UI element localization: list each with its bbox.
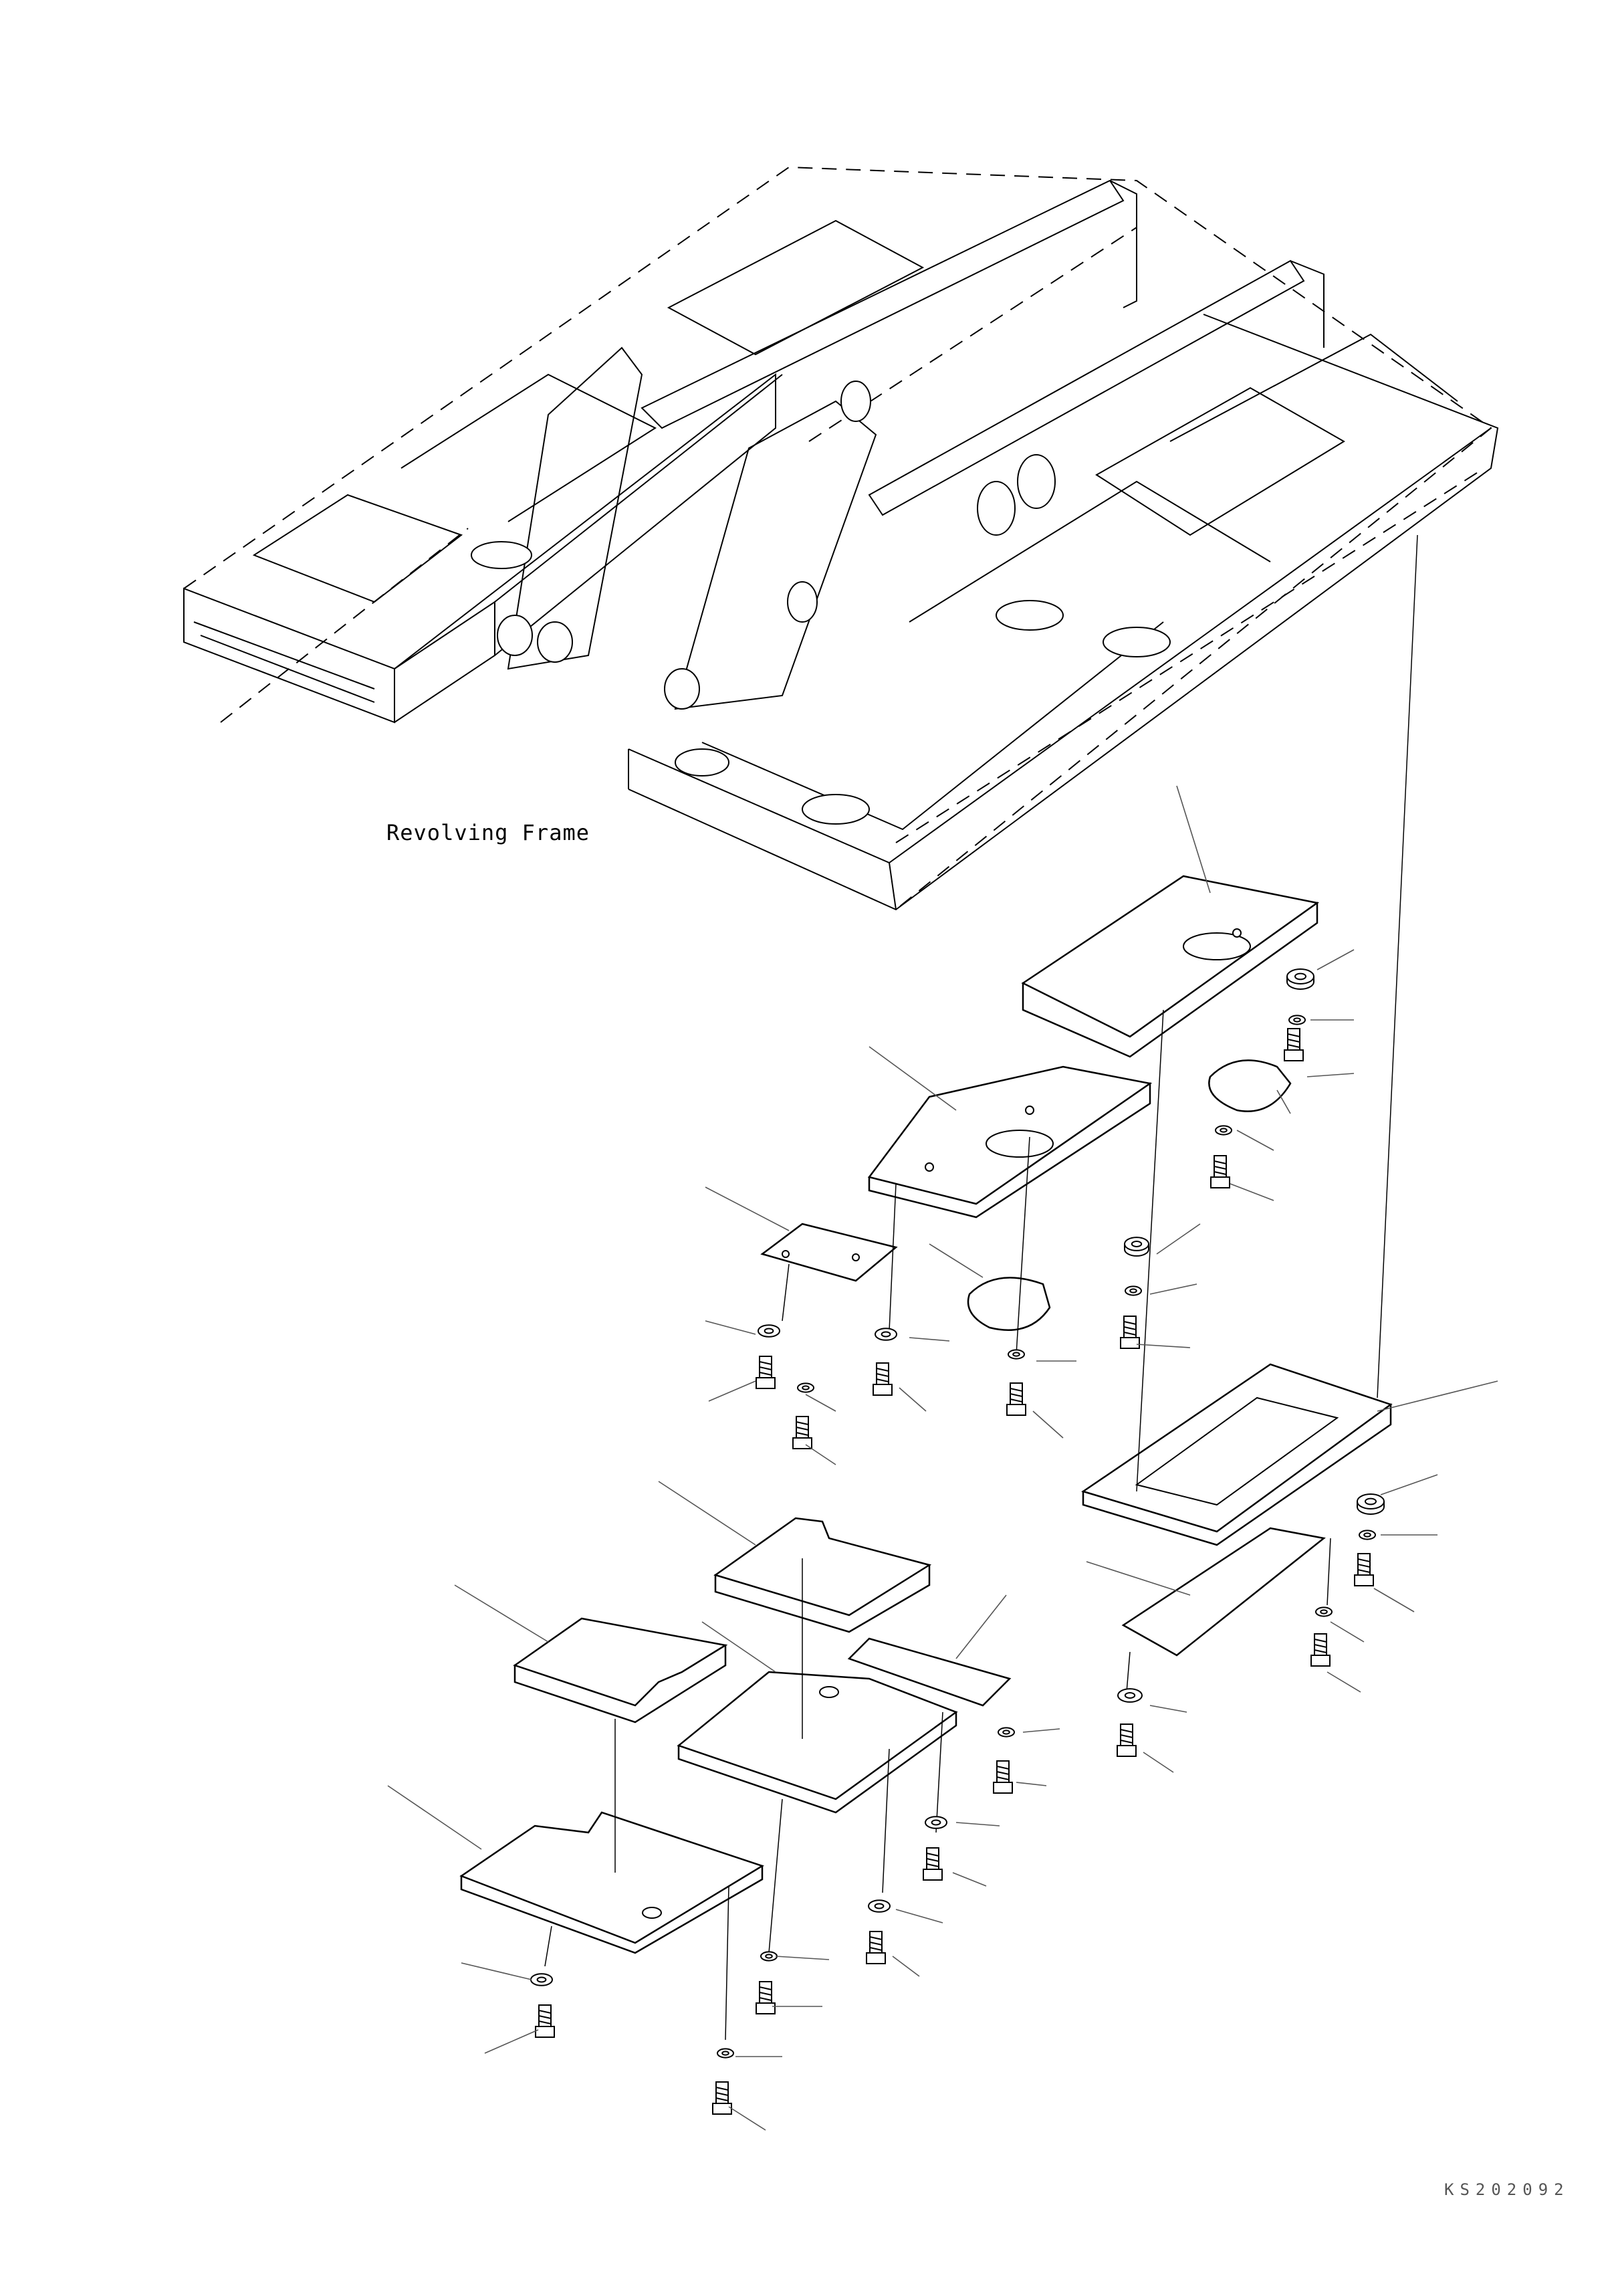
round-cover-lower [929,1243,1051,1331]
bolt [756,1981,776,2014]
bolt [1117,1724,1137,1757]
washer-hole [1365,1497,1377,1505]
washer-hole [764,1328,774,1334]
washer-hole [765,1954,773,1959]
callout-leaders [461,949,1438,2131]
floor-plate-left [387,1785,764,1954]
washer-hole [1363,1532,1371,1538]
mat-left [454,1584,728,1724]
bolt [792,1416,812,1449]
floor-plate-center [677,1621,958,1814]
washer-hole [802,1385,810,1390]
bolt [1284,1028,1304,1061]
plate-lower-right [1086,1527,1326,1657]
washer-hole [881,1331,891,1338]
washer-hole [721,2051,729,2056]
revolving-frame-label: Revolving Frame [386,820,590,845]
bolt [873,1362,893,1396]
washer-hole [1124,1692,1136,1699]
bolt [923,1847,943,1881]
bolt [535,2004,555,2038]
revolving-frame-drawing [183,166,1499,911]
bolt [1120,1316,1140,1349]
fasteners [530,968,1385,2115]
bolt [866,1931,886,1964]
washer-rim [1286,976,1314,990]
cover-plate-top-right [1021,785,1320,1058]
bolt [993,1760,1013,1794]
washer-hole [536,1976,547,1983]
washer-hole [1293,1017,1301,1023]
washer-hole [1320,1609,1328,1614]
mat-center [658,1481,932,1633]
bolt [712,2081,732,2115]
small-plate-right [847,1594,1012,1707]
access-cover-right [1081,1363,1498,1546]
washer-hole [1012,1352,1020,1357]
drawing-id-label: KS202092 [1444,2180,1570,2199]
bolt [1354,1553,1374,1586]
washer-hole [1129,1288,1137,1293]
bolt [1310,1633,1331,1667]
small-cover-plate-left [705,1186,898,1282]
bolt [1210,1155,1230,1188]
washer-hole [1002,1730,1010,1735]
washer-hole [874,1903,885,1909]
washer-hole [1294,972,1306,980]
washer-rim [1357,1501,1385,1515]
bolt [756,1356,776,1389]
cover-plate-center [867,1046,1153,1219]
bolt [1006,1382,1026,1416]
alignment-lines [544,534,1418,2041]
washer-hole [931,1819,941,1826]
round-cover-upper [1208,1059,1292,1114]
washer-hole [1131,1241,1143,1247]
washer-hole [1220,1128,1228,1133]
washer-rim [1124,1244,1149,1257]
